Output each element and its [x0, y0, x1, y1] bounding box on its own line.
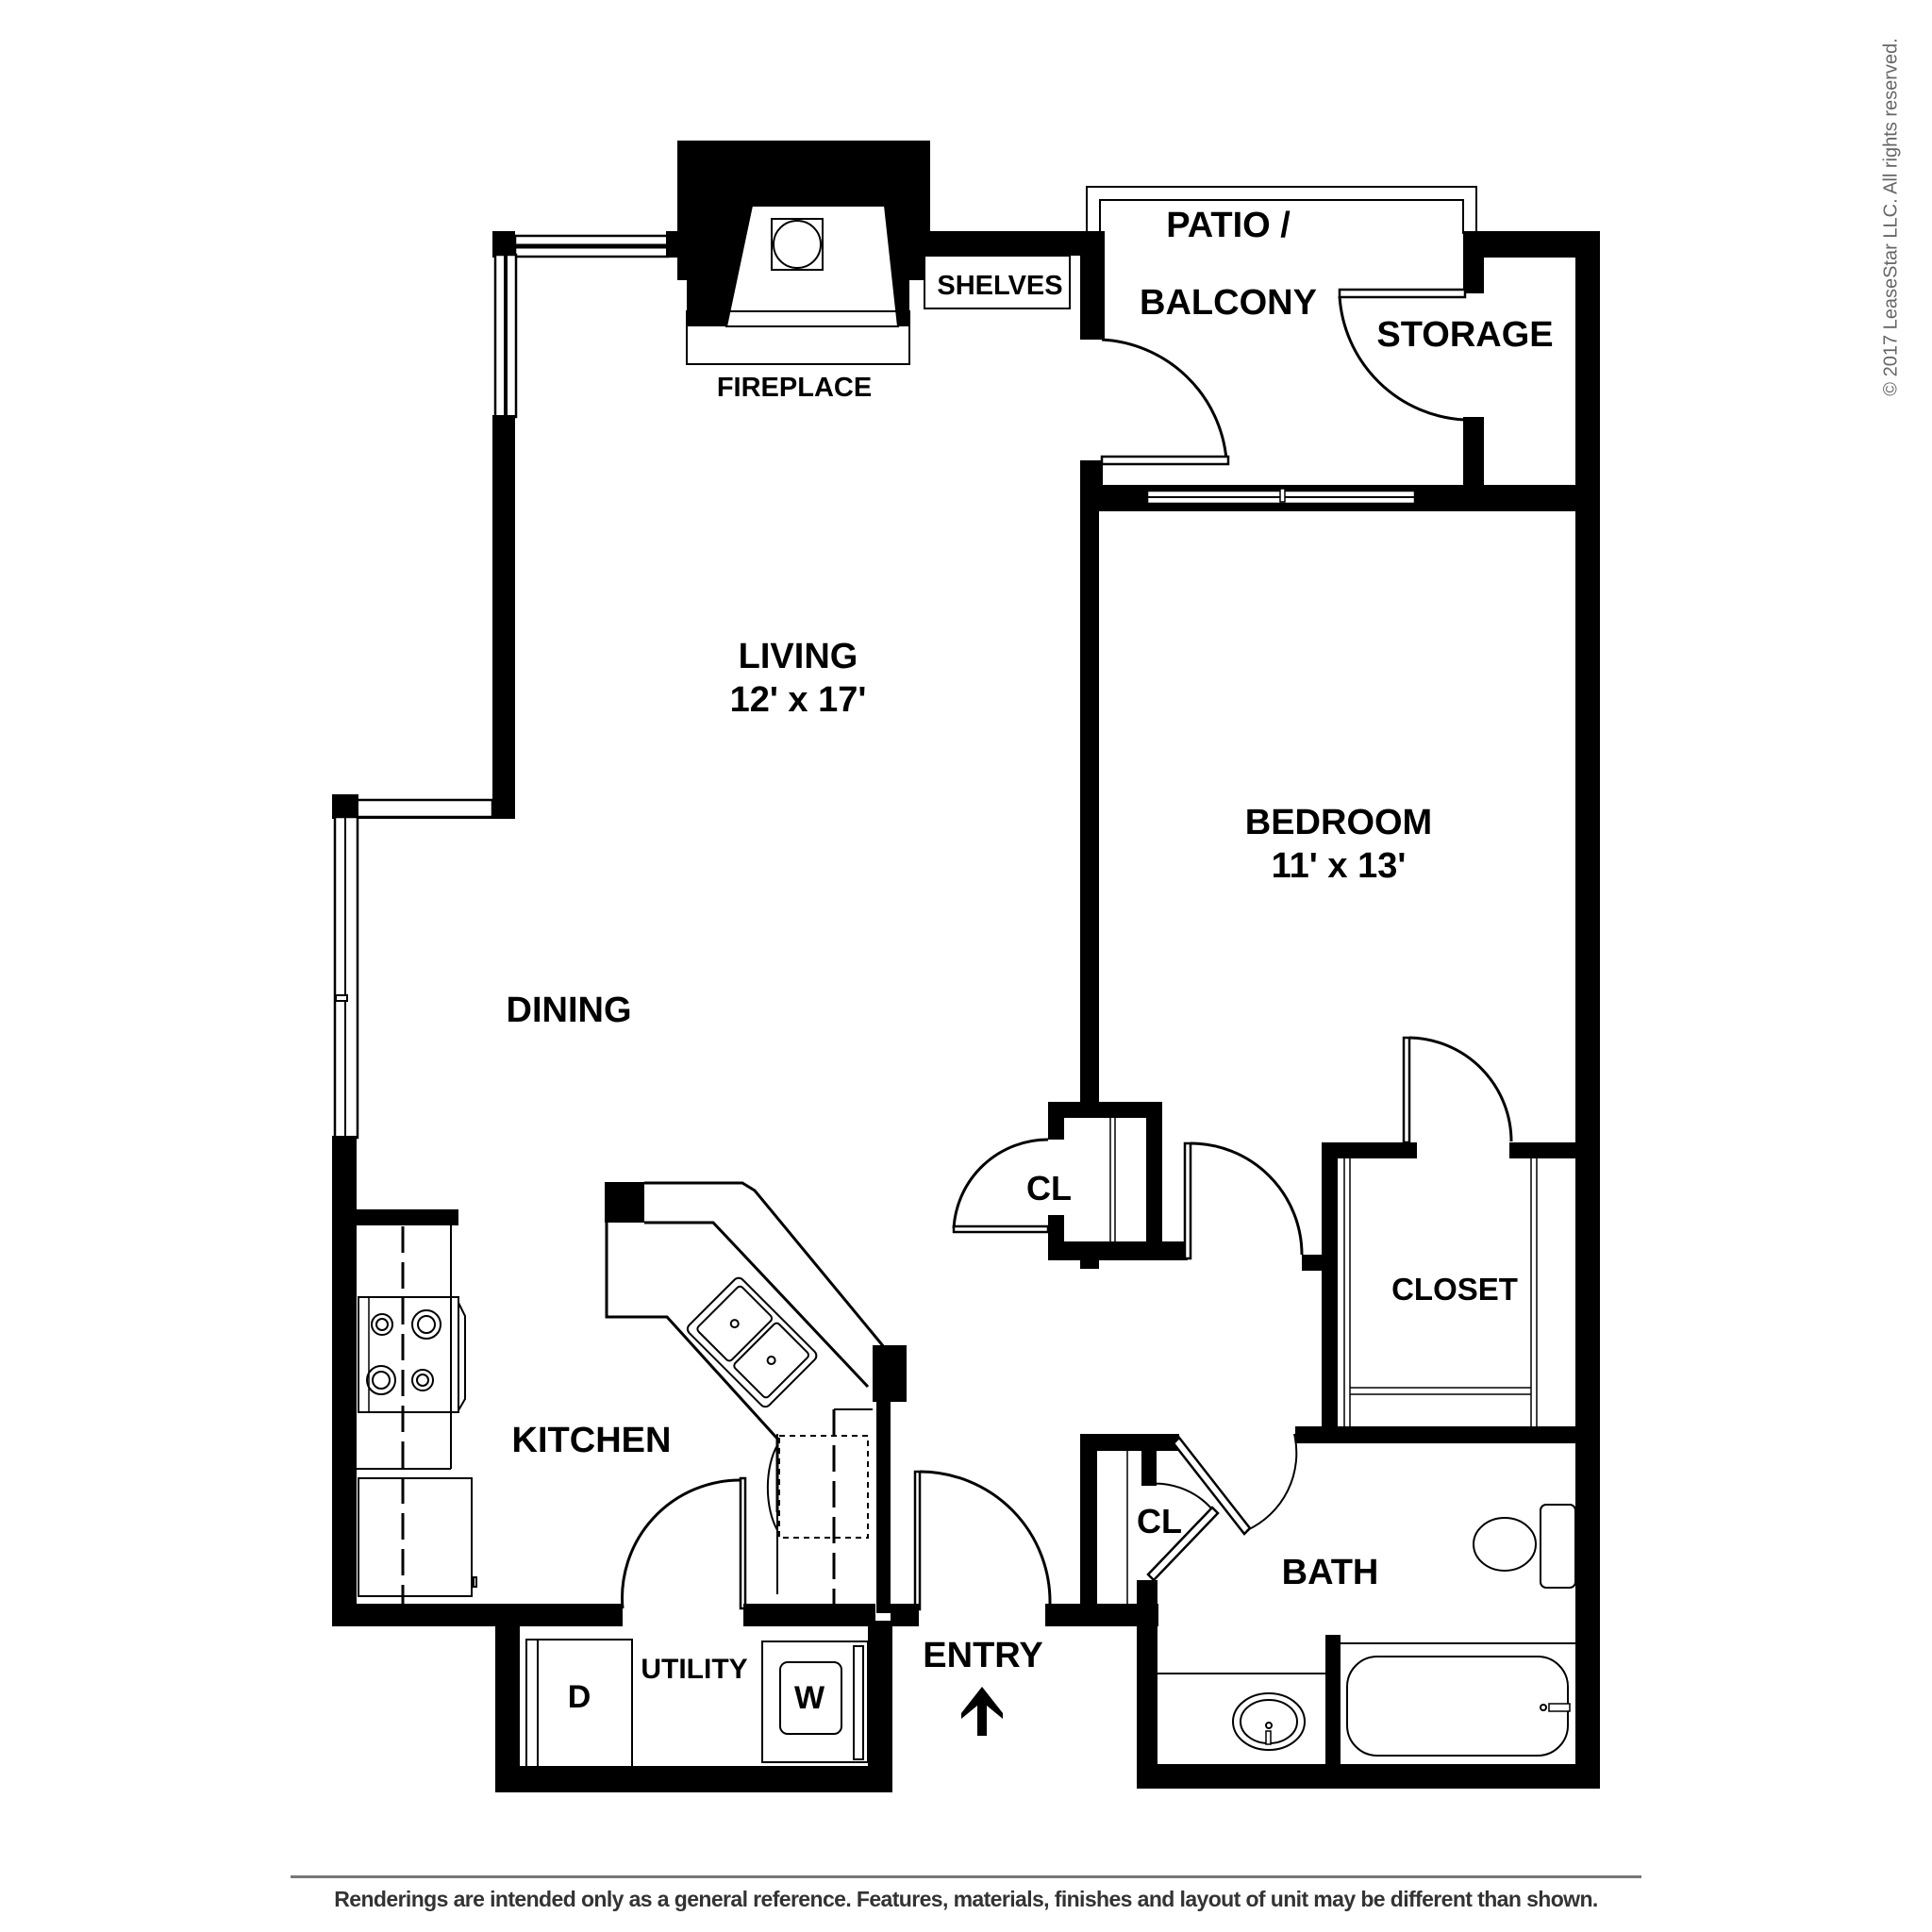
- fireplace: [677, 141, 930, 365]
- patio-label-line1: PATIO /: [1166, 206, 1291, 245]
- utility-room: [495, 1621, 892, 1792]
- patio-label-line2: BALCONY: [1140, 283, 1317, 323]
- bedroom-label: BEDROOM: [1245, 803, 1432, 842]
- shelves-label: SHELVES: [937, 271, 1062, 301]
- dryer: [525, 1639, 633, 1769]
- disclaimer-text: Renderings are intended only as a genera…: [334, 1887, 1598, 1911]
- hall-closet: [952, 1102, 1323, 1271]
- dryer-label: D: [568, 1679, 591, 1715]
- bedroom-closet: [1295, 1036, 1600, 1443]
- sink: [686, 1276, 818, 1408]
- entry-label: ENTRY: [923, 1636, 1042, 1675]
- living-label: LIVING: [739, 637, 858, 676]
- up-arrow-icon: [961, 1687, 1003, 1736]
- living-size: 12' x 17': [730, 680, 867, 720]
- washer: [761, 1641, 869, 1763]
- hall-closet-label: CL: [1026, 1169, 1072, 1208]
- disclaimer-divider: [291, 1875, 1641, 1878]
- stove: [358, 1296, 466, 1413]
- bedroom-size: 11' x 13': [1272, 846, 1407, 886]
- dining-label: DINING: [507, 991, 632, 1030]
- storage: [1338, 231, 1600, 1788]
- fireplace-label: FIREPLACE: [717, 373, 872, 403]
- entry: [891, 1470, 1141, 1626]
- copyright-notice: © 2017 LeaseStar LLC. All rights reserve…: [1880, 38, 1902, 396]
- bath-closet-label: CL: [1137, 1502, 1182, 1541]
- washer-label: W: [794, 1680, 825, 1716]
- bath-label: BATH: [1282, 1553, 1379, 1592]
- utility-label: UTILITY: [641, 1654, 747, 1685]
- closet-label: CLOSET: [1391, 1272, 1518, 1307]
- kitchen: [332, 1181, 907, 1626]
- kitchen-label: KITCHEN: [512, 1421, 672, 1460]
- storage-label: STORAGE: [1376, 315, 1553, 355]
